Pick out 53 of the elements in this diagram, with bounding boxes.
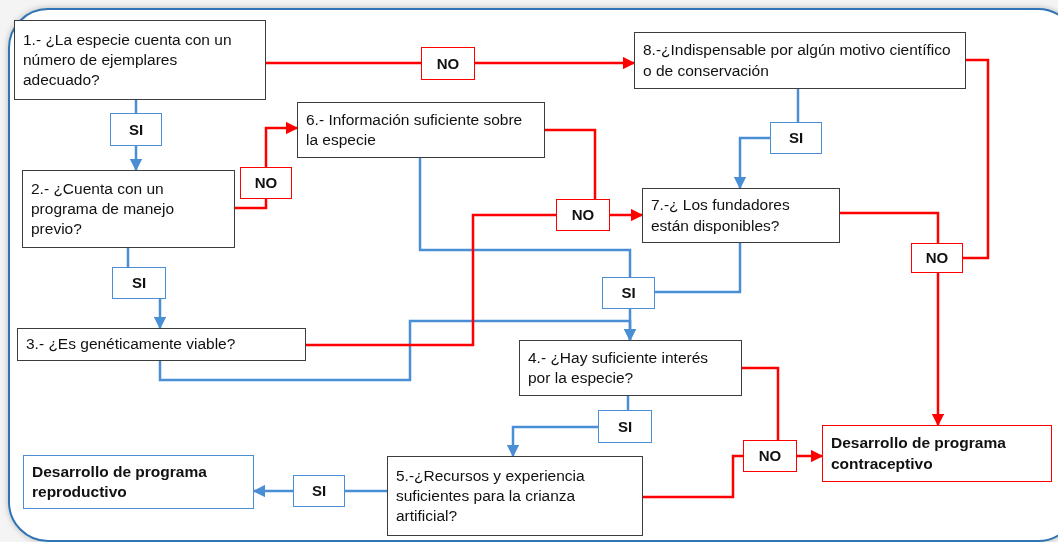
connector-arrow — [623, 309, 637, 342]
connector-arrow — [733, 136, 770, 190]
question-box — [634, 32, 966, 89]
box-text: NO — [925, 248, 949, 268]
box-text: NO — [436, 53, 460, 74]
question-box — [17, 328, 306, 361]
box-text: 5.-¿Recursos y experiencia suficientes para la crianza artificial? — [396, 465, 586, 527]
box-text: NO — [571, 205, 595, 225]
box-text: 2.- ¿Cuenta con un programa de manejo previo? — [31, 178, 176, 240]
box-text: NO — [758, 446, 782, 466]
outcome-box — [822, 425, 1052, 482]
answer-tag — [743, 440, 797, 472]
box-text: 4.- ¿Hay suficiente interés por la especie? — [528, 347, 710, 388]
box-text: SI — [311, 481, 327, 501]
answer-tag — [911, 243, 963, 273]
box-text: 3.- ¿Es genéticamente viable? — [26, 334, 236, 355]
question-box — [642, 188, 840, 243]
answer-tag — [421, 47, 475, 80]
question-box — [22, 170, 235, 248]
connector-arrow — [931, 273, 945, 427]
box-text: Desarrollo de programa contraceptivo — [831, 433, 1007, 474]
box-text: NO — [254, 173, 278, 193]
question-box — [387, 456, 643, 536]
connector-arrow — [129, 146, 143, 172]
answer-tag — [598, 410, 652, 443]
connector-arrow — [252, 484, 293, 498]
connector-arrow — [610, 208, 644, 222]
box-text: SI — [128, 119, 144, 140]
answer-tag — [293, 475, 345, 507]
connector-arrow — [797, 449, 824, 463]
box-text: SI — [617, 416, 633, 437]
answer-tag — [602, 277, 655, 309]
answer-tag — [110, 113, 162, 146]
box-text: 1.- ¿La especie cuenta con un número de ejemplares adecuado? — [23, 29, 233, 91]
box-text: SI — [131, 273, 147, 293]
box-text: SI — [621, 283, 636, 303]
connector-arrow — [264, 121, 299, 167]
answer-tag — [112, 267, 166, 299]
box-text: 8.-¿Indispensable por algún motivo científico o de conservación — [643, 40, 952, 81]
box-text: SI — [788, 128, 804, 148]
question-box — [14, 20, 266, 100]
connector-arrow — [475, 56, 636, 70]
answer-tag — [240, 167, 292, 199]
answer-tag — [770, 122, 822, 154]
connector-arrow — [153, 299, 167, 330]
box-text: 6.- Información suficiente sobre la especie — [306, 109, 524, 150]
box-text: 7.-¿ Los fundadores están disponibles? — [651, 195, 791, 236]
answer-tag — [556, 199, 610, 231]
outcome-box — [23, 455, 254, 509]
connector-arrow — [506, 425, 598, 458]
box-text: Desarrollo de programa reproductivo — [32, 461, 208, 502]
question-box — [519, 340, 742, 396]
question-box — [297, 102, 545, 158]
